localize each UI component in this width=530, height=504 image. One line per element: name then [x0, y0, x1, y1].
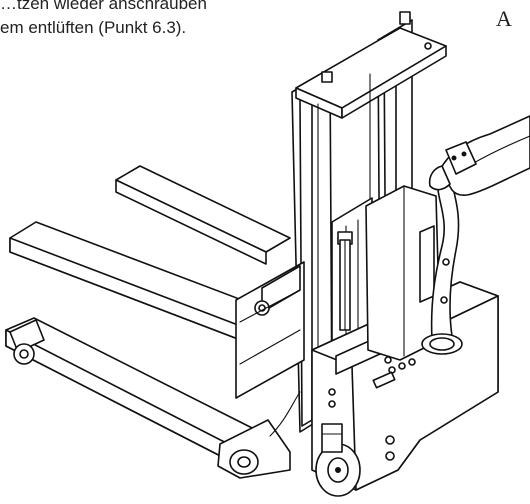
hydraulic-cylinder: [339, 239, 351, 331]
upper-fork: [9, 165, 305, 399]
tiller-guard: [365, 185, 441, 361]
instruction-line-1: …tzen wieder anschrauben: [0, 0, 207, 13]
figure-label: A: [496, 6, 512, 31]
instruction-text: …tzen wieder anschrauben em entlüften (P…: [0, 0, 300, 40]
tiller-arm: [421, 115, 530, 355]
lower-fork: [5, 317, 301, 479]
instruction-line-2: em entlüften (Punkt 6.3).: [0, 18, 187, 37]
